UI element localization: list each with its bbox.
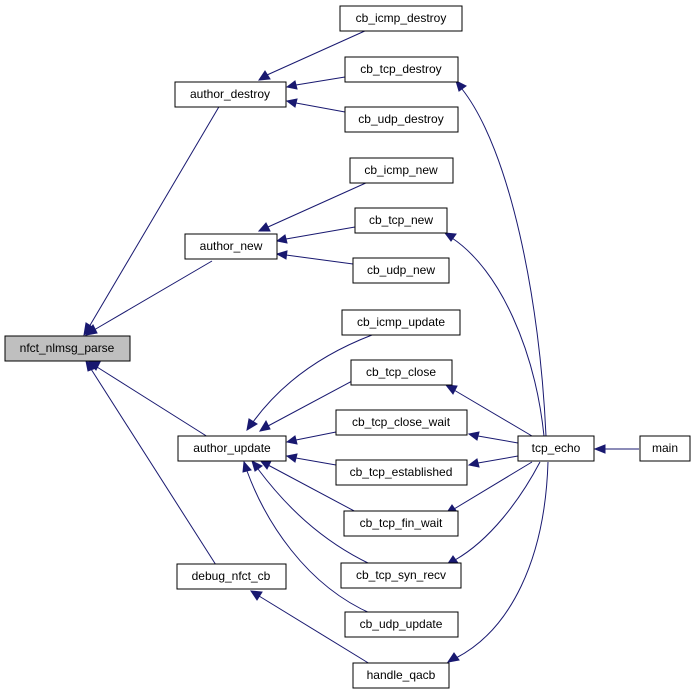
edge-cb-udp-update-to-author-update — [246, 470, 373, 615]
node-label: cb_icmp_new — [364, 163, 438, 177]
edge-author-destroy-to-nfct-nlmsg-parse — [88, 104, 221, 328]
edge-cb-tcp-syn-recv-to-author-update — [257, 468, 371, 565]
node-label: cb_icmp_destroy — [356, 11, 447, 25]
edge-tcp-echo-to-cb-tcp-syn-recv — [454, 461, 541, 561]
node-cb-tcp-close[interactable]: cb_tcp_close — [350, 359, 453, 386]
edge-cb-udp-destroy-to-author-destroy — [295, 102, 346, 113]
node-label: cb_tcp_close_wait — [352, 415, 451, 429]
node-label: tcp_echo — [532, 441, 581, 455]
node-label: author_new — [200, 239, 263, 253]
node-label: cb_tcp_destroy — [360, 62, 441, 76]
node-main[interactable]: main — [639, 435, 691, 462]
node-label: cb_udp_update — [360, 617, 443, 631]
edge-cb-tcp-established-to-author-update — [295, 457, 337, 466]
node-cb-udp-update[interactable]: cb_udp_update — [344, 611, 459, 638]
edge-author-new-to-nfct-nlmsg-parse — [93, 260, 213, 331]
node-label: cb_udp_destroy — [358, 112, 443, 126]
edge-cb-tcp-destroy-to-author-destroy — [295, 76, 346, 86]
node-label: author_update — [193, 441, 271, 455]
edge-author-update-to-nfct-nlmsg-parse — [96, 366, 209, 438]
edge-handle-qacb-to-debug-nfct-cb — [258, 595, 371, 665]
nodes: nfct_nlmsg_parse author_destroy author_n… — [4, 5, 691, 689]
node-label: debug_nfct_cb — [192, 569, 271, 583]
node-cb-udp-destroy[interactable]: cb_udp_destroy — [344, 106, 459, 133]
node-cb-icmp-new[interactable]: cb_icmp_new — [349, 157, 454, 184]
edge-cb-icmp-new-to-author-new — [267, 181, 369, 228]
node-cb-tcp-destroy[interactable]: cb_tcp_destroy — [344, 56, 459, 83]
node-cb-tcp-close-wait[interactable]: cb_tcp_close_wait — [335, 409, 468, 436]
node-debug-nfct-cb[interactable]: debug_nfct_cb — [176, 563, 287, 590]
node-cb-tcp-established[interactable]: cb_tcp_established — [335, 459, 468, 486]
edge-tcp-echo-to-cb-tcp-new — [451, 237, 545, 437]
edge-cb-icmp-update-to-author-update — [252, 334, 373, 423]
edge-cb-tcp-close-to-author-update — [267, 379, 355, 427]
node-cb-tcp-syn-recv[interactable]: cb_tcp_syn_recv — [340, 562, 462, 589]
node-author-update[interactable]: author_update — [177, 435, 287, 462]
node-label: nfct_nlmsg_parse — [20, 341, 115, 355]
edge-tcp-echo-to-cb-tcp-fin-wait — [453, 461, 533, 510]
edge-cb-icmp-destroy-to-author-destroy — [266, 29, 368, 76]
node-label: cb_udp_new — [367, 263, 435, 277]
edge-cb-tcp-close-wait-to-author-update — [295, 431, 337, 441]
node-label: cb_tcp_close — [366, 365, 436, 379]
node-tcp-echo[interactable]: tcp_echo — [517, 435, 595, 462]
node-label: cb_tcp_fin_wait — [360, 516, 443, 530]
edge-tcp-echo-to-cb-tcp-close-wait — [477, 435, 519, 444]
node-cb-tcp-fin-wait[interactable]: cb_tcp_fin_wait — [343, 510, 459, 537]
node-author-new[interactable]: author_new — [184, 233, 278, 260]
node-cb-udp-new[interactable]: cb_udp_new — [352, 257, 450, 284]
node-label: author_destroy — [190, 87, 270, 101]
edge-tcp-echo-to-cb-tcp-close — [453, 389, 533, 437]
edge-debug-nfct-cb-to-nfct-nlmsg-parse — [90, 368, 217, 566]
node-label: cb_tcp_established — [350, 465, 453, 479]
node-handle-qacb[interactable]: handle_qacb — [352, 662, 450, 689]
edges — [83, 29, 639, 665]
node-label: cb_icmp_update — [357, 315, 445, 329]
edge-cb-tcp-fin-wait-to-author-update — [267, 464, 359, 514]
node-label: handle_qacb — [367, 668, 436, 682]
node-cb-icmp-update[interactable]: cb_icmp_update — [341, 309, 461, 336]
node-author-destroy[interactable]: author_destroy — [174, 81, 287, 108]
edge-cb-udp-new-to-author-new — [285, 254, 354, 265]
node-cb-tcp-new[interactable]: cb_tcp_new — [354, 207, 448, 234]
node-label: cb_tcp_new — [369, 213, 433, 227]
edge-tcp-echo-to-handle-qacb — [455, 461, 549, 659]
node-label: main — [652, 441, 678, 455]
edge-cb-tcp-new-to-author-new — [285, 226, 356, 240]
node-label: cb_tcp_syn_recv — [356, 568, 446, 582]
node-nfct-nlmsg-parse[interactable]: nfct_nlmsg_parse — [4, 335, 131, 362]
edge-tcp-echo-to-cb-tcp-destroy — [461, 88, 547, 437]
edge-tcp-echo-to-cb-tcp-established — [477, 455, 519, 464]
node-cb-icmp-destroy[interactable]: cb_icmp_destroy — [339, 5, 463, 32]
